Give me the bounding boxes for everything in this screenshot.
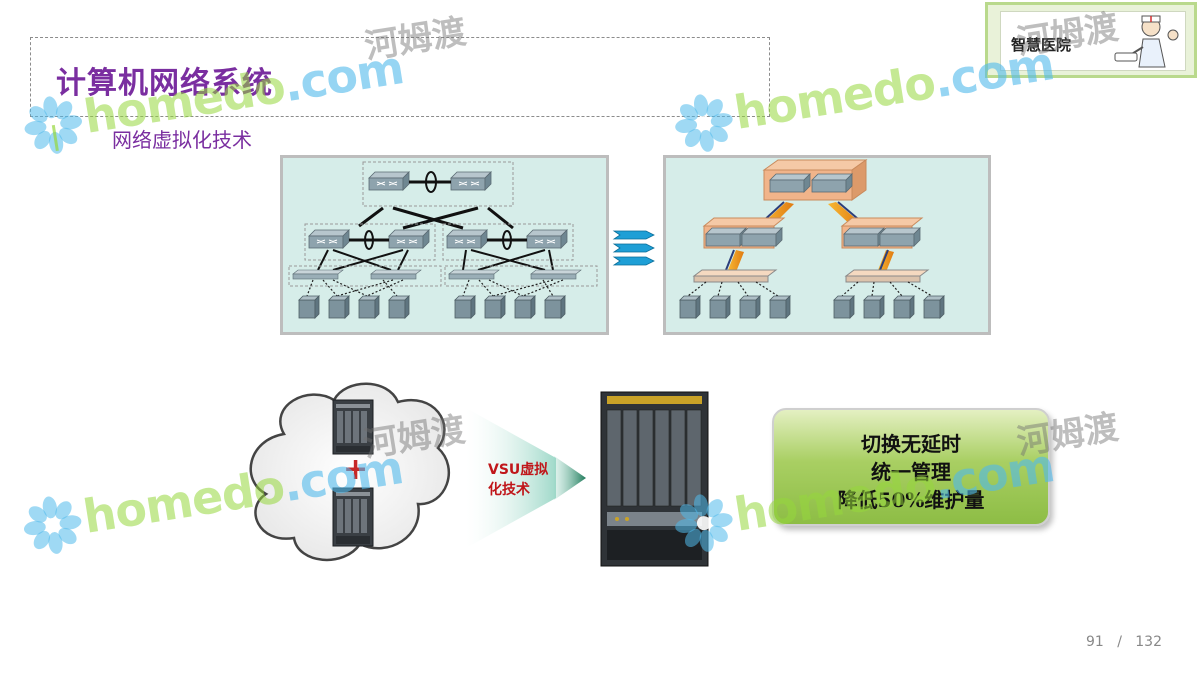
logo-label: 智慧医院 [1011, 36, 1072, 54]
virtualized-network-panel [663, 155, 991, 335]
plus-sign: + [343, 452, 369, 487]
page-separator: / [1117, 634, 1122, 650]
slide-subtitle: 网络虚拟化技术 [112, 128, 252, 152]
virtual-switch-chassis-icon [600, 391, 709, 567]
switch-chassis-icon-bottom [332, 487, 374, 547]
traditional-network-panel [280, 155, 609, 335]
traditional-network-diagram [288, 161, 598, 319]
title-frame [30, 37, 770, 117]
benefit-line-2: 统一管理 [871, 460, 951, 484]
benefit-line-3: 降低50%维护量 [837, 488, 985, 512]
triple-arrow-icon [612, 230, 655, 266]
doctor-illustration-icon [1114, 15, 1179, 68]
switch-chassis-icon-top [332, 399, 374, 455]
virtualized-network-diagram [679, 159, 945, 319]
vsu-arrow-icon [466, 408, 586, 548]
page-current: 91 [1086, 634, 1104, 650]
benefits-box: 切换无延时 统一管理 降低50%维护量 [772, 408, 1050, 526]
cloud-icon [249, 382, 450, 562]
page-total: 132 [1135, 634, 1162, 650]
hospital-logo: 智慧医院 [985, 2, 1197, 78]
benefit-line-1: 切换无延时 [861, 432, 961, 456]
logo-card: 智慧医院 [1000, 11, 1186, 71]
flower-logo-icon [23, 496, 82, 554]
slide-title: 计算机网络系统 [56, 66, 273, 101]
page-indicator: 91 / 132 [1086, 634, 1162, 650]
vsu-label: VSU虚拟 化技术 [488, 462, 549, 498]
